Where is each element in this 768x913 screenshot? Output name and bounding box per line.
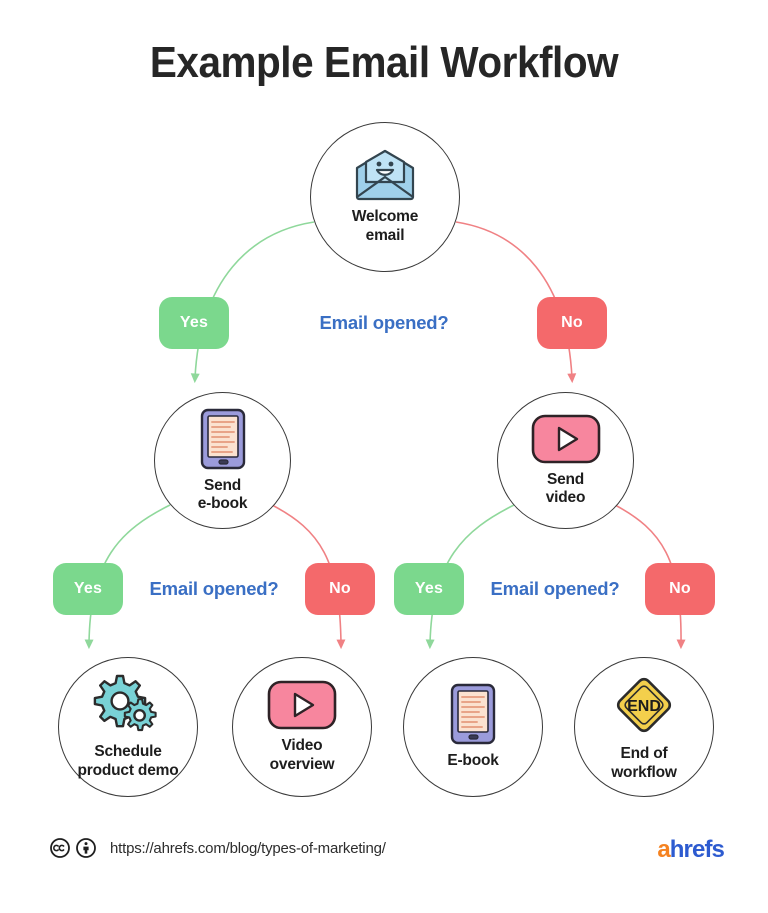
- gears-icon: [91, 674, 165, 736]
- license-icons: [50, 838, 96, 858]
- badge-no-level1[interactable]: No: [537, 297, 607, 349]
- creative-commons-icon: [50, 838, 70, 858]
- badge-label: No: [561, 314, 583, 331]
- node-end-of-workflow[interactable]: END End of workflow: [574, 657, 714, 797]
- source-url[interactable]: https://ahrefs.com/blog/types-of-marketi…: [110, 839, 386, 857]
- badge-label: No: [669, 580, 691, 597]
- end-sign-icon: END: [611, 672, 677, 738]
- question-level1: Email opened?: [284, 312, 484, 334]
- end-sign-text: END: [627, 698, 661, 715]
- badge-yes-level2-right[interactable]: Yes: [394, 563, 464, 615]
- video-play-icon: [531, 414, 601, 464]
- node-send-video[interactable]: Send video: [497, 392, 634, 529]
- badge-label: Yes: [179, 314, 209, 331]
- attribution-icon: [76, 838, 96, 858]
- badge-yes-level1[interactable]: Yes: [159, 297, 229, 349]
- badge-no-level2-left[interactable]: No: [305, 563, 375, 615]
- node-label: Welcome email: [351, 208, 419, 244]
- logo-a: a: [657, 836, 670, 863]
- node-label: End of workflow: [611, 745, 677, 781]
- node-video-overview[interactable]: Video overview: [232, 657, 372, 797]
- video-play-icon: [267, 680, 337, 730]
- open-envelope-smiley-icon: [354, 149, 416, 201]
- node-welcome-email[interactable]: Welcome email: [310, 122, 460, 272]
- page-title: Example Email Workflow: [149, 38, 619, 87]
- node-send-ebook[interactable]: Send e-book: [154, 392, 291, 529]
- ebook-tablet-icon: [450, 683, 496, 745]
- question-text: Email opened?: [490, 578, 620, 599]
- ebook-tablet-icon: [200, 408, 246, 470]
- node-label: E-book: [447, 752, 499, 770]
- footer: https://ahrefs.com/blog/types-of-marketi…: [50, 838, 386, 858]
- node-label: Schedule product demo: [77, 743, 179, 779]
- logo-hrefs: hrefs: [669, 836, 725, 863]
- badge-label: Yes: [73, 580, 103, 597]
- node-label: Send e-book: [197, 476, 248, 512]
- node-label: Video overview: [269, 737, 335, 773]
- question-text: Email opened?: [149, 578, 279, 599]
- question-text: Email opened?: [319, 312, 449, 333]
- ahrefs-logo: ahrefs: [657, 836, 725, 863]
- question-level2-right: Email opened?: [474, 578, 636, 600]
- node-label: Send video: [545, 470, 586, 506]
- node-ebook[interactable]: E-book: [403, 657, 543, 797]
- badge-no-level2-right[interactable]: No: [645, 563, 715, 615]
- badge-yes-level2-left[interactable]: Yes: [53, 563, 123, 615]
- node-schedule-product-demo[interactable]: Schedule product demo: [58, 657, 198, 797]
- badge-label: Yes: [414, 580, 444, 597]
- question-level2-left: Email opened?: [133, 578, 295, 600]
- badge-label: No: [329, 580, 351, 597]
